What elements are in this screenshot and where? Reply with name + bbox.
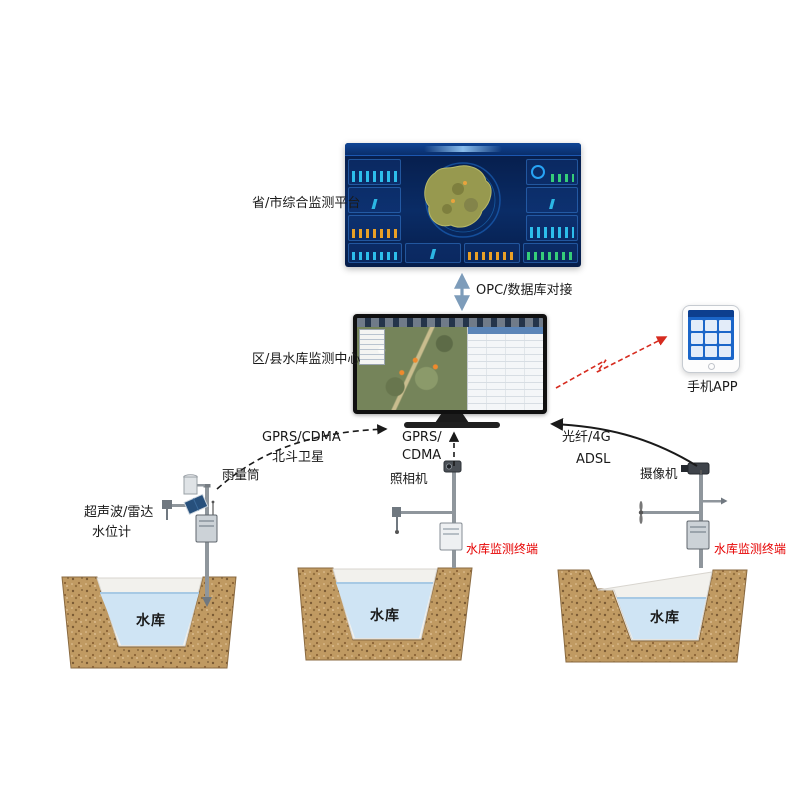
left-link-label-2: 北斗卫星 bbox=[272, 450, 325, 465]
phone-home-button bbox=[707, 363, 715, 370]
middle-link-label-2: CDMA bbox=[402, 448, 442, 463]
dashboard-chart-panel bbox=[348, 187, 401, 213]
monitor-layer-panel bbox=[359, 329, 385, 365]
county-center-monitor bbox=[353, 314, 547, 414]
dashboard-chart-panel bbox=[405, 243, 461, 263]
left-monitoring-station bbox=[162, 474, 218, 607]
terminal-box-icon bbox=[195, 514, 218, 543]
reservoir-label-middle: 水库 bbox=[370, 608, 400, 624]
left-link-label-1: GPRS/CDMA bbox=[262, 430, 341, 445]
province-platform-dashboard bbox=[345, 143, 581, 267]
rain-gauge-icon bbox=[183, 474, 198, 480]
dashboard-chart-panel bbox=[523, 243, 578, 263]
dashboard-chart-panel bbox=[526, 159, 578, 185]
dashboard-header-bar bbox=[345, 143, 581, 156]
water-level-sensor-icon bbox=[202, 597, 212, 607]
terminal-label-middle: 水库监测终端 bbox=[466, 542, 539, 556]
dashboard-chart-panel bbox=[348, 215, 401, 241]
monitor-data-table bbox=[467, 327, 543, 410]
rain-gauge-label: 雨量筒 bbox=[222, 467, 260, 482]
video-camera-icon bbox=[687, 462, 710, 475]
camera-icon bbox=[443, 460, 462, 473]
phone-app-icons bbox=[691, 320, 731, 357]
phone-statusbar bbox=[688, 310, 734, 317]
phone-label: 手机APP bbox=[687, 380, 738, 395]
dashboard-chart-panel bbox=[526, 215, 578, 241]
water-level-label-2: 水位计 bbox=[92, 525, 132, 540]
video-camera-label: 摄像机 bbox=[640, 466, 678, 481]
monitor-screen bbox=[357, 318, 543, 410]
reservoir-label-right: 水库 bbox=[650, 610, 680, 626]
right-link-label-2: ADSL bbox=[576, 452, 611, 467]
monitor-stand-base bbox=[404, 422, 500, 428]
solar-panel-icon bbox=[183, 493, 209, 516]
monitor-toolbar bbox=[357, 318, 543, 327]
platform-label: 省/市综合监测平台 bbox=[252, 196, 361, 211]
opc-link-label: OPC/数据库对接 bbox=[476, 283, 573, 298]
reservoir-label-left: 水库 bbox=[136, 613, 166, 629]
dashboard-chart-panel bbox=[348, 159, 401, 185]
center-label: 区/县水库监测中心 bbox=[252, 352, 361, 367]
dashboard-chart-panel bbox=[464, 243, 520, 263]
wind-vane-icon bbox=[721, 497, 728, 505]
terminal-label-right: 水库监测终端 bbox=[714, 542, 787, 556]
terminal-box-icon bbox=[439, 522, 463, 551]
middle-link-label-1: GPRS/ bbox=[402, 430, 442, 445]
terminal-box-icon bbox=[686, 520, 710, 550]
monitor-satellite-map bbox=[357, 327, 469, 410]
dashboard-province-map bbox=[403, 159, 523, 241]
dashboard-chart-panel bbox=[348, 243, 402, 263]
phone-zigzag-arrow bbox=[555, 336, 668, 389]
anemometer-icon bbox=[639, 501, 643, 511]
right-link-label-1: 光纤/4G bbox=[562, 430, 611, 445]
water-level-label-1: 超声波/雷达 bbox=[84, 505, 154, 520]
monitor-stand-neck bbox=[435, 414, 469, 423]
dashboard-chart-panel bbox=[526, 187, 578, 213]
camera-label: 照相机 bbox=[390, 471, 428, 486]
phone-app-screen bbox=[688, 310, 734, 360]
mobile-phone bbox=[682, 305, 740, 373]
